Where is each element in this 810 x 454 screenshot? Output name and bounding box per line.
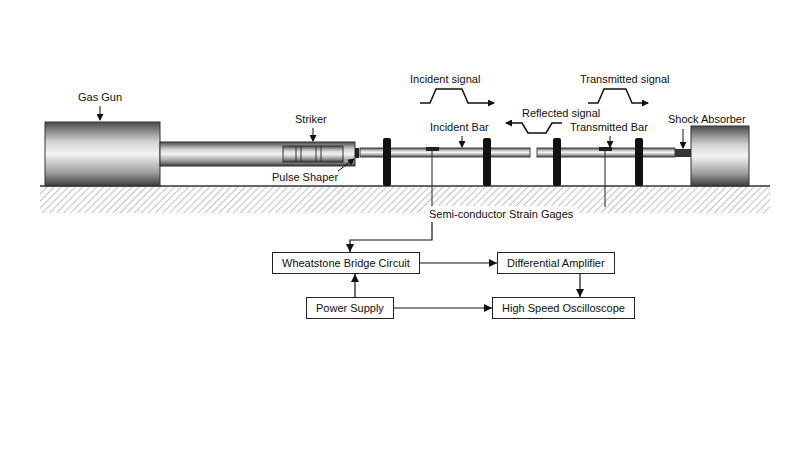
incident-pulse <box>420 89 494 103</box>
signal-label: Incident signal <box>410 72 480 86</box>
box-text: Wheatstone Bridge Circuit <box>282 256 410 270</box>
strain-gage <box>599 147 612 151</box>
box-text: High Speed Oscilloscope <box>502 301 625 315</box>
transmitted-pulse <box>588 89 648 103</box>
gage-wire <box>432 151 433 207</box>
leader-arrow <box>100 106 101 120</box>
box-text: Differential Amplifier <box>507 256 605 270</box>
shock-absorber <box>691 126 749 186</box>
striker-detail <box>321 146 322 162</box>
leader-arrow <box>338 159 354 171</box>
box-text: Power Supply <box>316 301 384 315</box>
pulse-shaper <box>355 148 359 158</box>
gage-label-box: Semi-conductor Strain Gages <box>425 206 577 222</box>
process-box: Power Supply <box>306 297 394 319</box>
bar-support <box>553 138 561 186</box>
striker <box>283 146 343 162</box>
signal-label: Transmitted signal <box>580 72 669 86</box>
bar-support <box>483 138 491 186</box>
signal-connector <box>420 262 497 263</box>
signal-connector <box>394 307 492 308</box>
part-label: Shock Absorber <box>668 112 746 126</box>
part-label: Transmitted Bar <box>570 120 648 134</box>
bar-support <box>383 138 391 186</box>
part-label: Pulse Shaper <box>272 170 338 184</box>
striker-detail <box>301 146 302 162</box>
process-box: Differential Amplifier <box>497 252 615 274</box>
part-label: Incident Bar <box>430 120 489 134</box>
bar-support <box>635 138 643 186</box>
part-label: Gas Gun <box>78 90 122 104</box>
leader-arrow <box>313 128 314 141</box>
absorber-rod <box>675 149 691 157</box>
signal-label: Reflected signal <box>522 106 600 120</box>
ground-hatch <box>40 187 770 213</box>
signal-connector <box>354 274 355 297</box>
striker-detail <box>316 146 317 162</box>
gage-wire <box>605 151 606 207</box>
box-text: Semi-conductor Strain Gages <box>429 207 573 221</box>
signal-connector <box>579 274 580 297</box>
reflected-pulse <box>506 123 562 133</box>
process-box: Wheatstone Bridge Circuit <box>272 252 420 274</box>
leader-arrow <box>610 136 611 147</box>
part-label: Striker <box>295 112 327 126</box>
signal-connector <box>350 222 432 252</box>
process-box: High Speed Oscilloscope <box>492 297 635 319</box>
leader-arrow <box>683 129 684 148</box>
striker-detail <box>296 146 297 162</box>
leader-arrow <box>462 136 463 147</box>
strain-gage <box>426 147 439 151</box>
gas-gun-body <box>45 122 160 186</box>
gun-barrel <box>160 142 355 166</box>
